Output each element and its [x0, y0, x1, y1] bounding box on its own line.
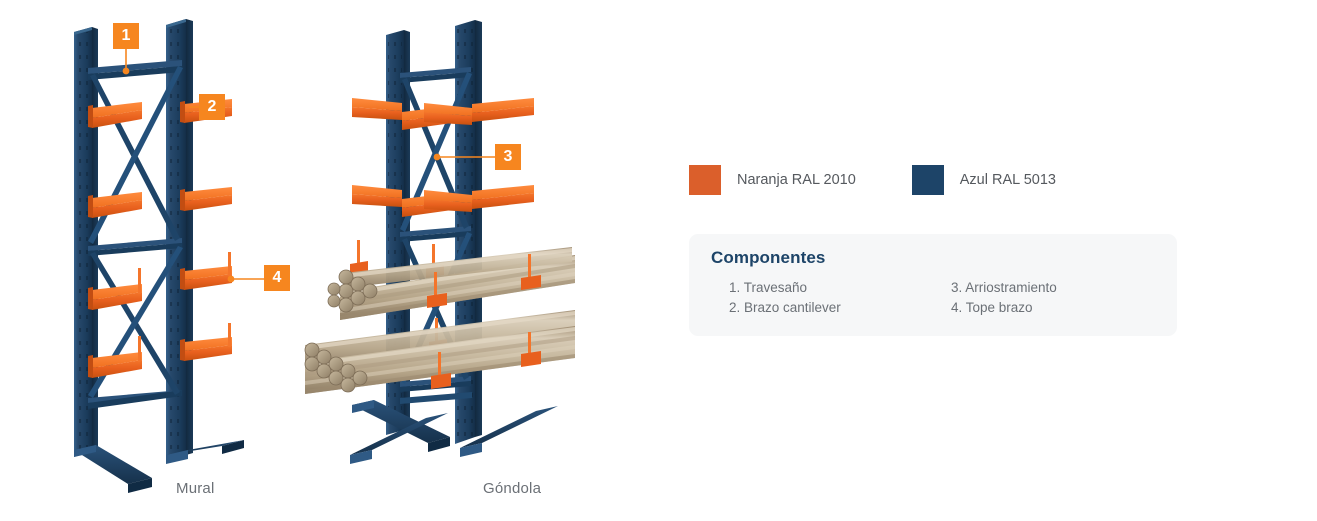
brazo-cantilever-mural-r4 [88, 336, 142, 378]
pipe-bundle-upper [327, 240, 575, 320]
callout-badge-1[interactable]: 1 [113, 23, 139, 49]
caption-mural: Mural [176, 480, 215, 497]
pipe-ends-lower [304, 342, 368, 393]
travesano-mid-gondola [400, 226, 471, 242]
brazo-cantilever-mural-r1 [88, 102, 142, 128]
pipe-ends-upper [327, 269, 378, 313]
componentes-title: Componentes [711, 248, 826, 267]
travesano-top-gondola [400, 67, 471, 83]
brazo-cantilever-mural-r3 [88, 268, 142, 310]
brazo-cantilever-mural-f4 [180, 323, 232, 361]
base-front-mural [166, 440, 244, 464]
componentes-right-column: 3. Arriostramiento 4. Tope brazo [933, 278, 1155, 318]
brazo-cantilever-mural-f2 [180, 187, 232, 211]
brazo-gondola-r2a [352, 185, 402, 207]
pipe-bundle-lower [304, 310, 575, 394]
base-front-gondola [350, 413, 448, 464]
color-legend: Naranja RAL 2010 Azul RAL 5013 [689, 165, 1056, 195]
legend-label-naranja: Naranja RAL 2010 [737, 172, 856, 188]
tope-brazo-mural [228, 252, 231, 276]
brazo-gondola-f1b [472, 98, 534, 122]
color-swatch-azul [911, 165, 944, 195]
component-item-2: 2. Brazo cantilever [729, 300, 841, 315]
brazo-cantilever-mural-r2 [88, 192, 142, 218]
brazo-gondola-f2a [424, 190, 472, 212]
base-rear2-gondola [460, 406, 558, 457]
travesano-top-mural [88, 60, 182, 80]
legend-item-naranja: Naranja RAL 2010 [689, 165, 856, 195]
componentes-left-column: 1. Travesaño 2. Brazo cantilever [711, 278, 933, 318]
travesano-bottom-mural [88, 390, 182, 409]
componentes-card: Componentes 1. Travesaño 2. Brazo cantil… [689, 234, 1177, 336]
caption-gondola: Góndola [483, 480, 542, 497]
component-item-3: 3. Arriostramiento [951, 280, 1057, 295]
component-item-1: 1. Travesaño [729, 280, 808, 295]
travesano-mid-mural [88, 238, 182, 256]
base-rear-gondola [352, 400, 450, 452]
componentes-columns: 1. Travesaño 2. Brazo cantilever 3. Arri… [711, 278, 1155, 318]
callout-badge-3[interactable]: 3 [495, 144, 521, 170]
legend-item-azul: Azul RAL 5013 [911, 165, 1056, 195]
upright-rear-mural [74, 27, 98, 457]
base-rear-mural [74, 445, 152, 493]
color-swatch-naranja [689, 165, 721, 195]
brazo-cantilever-mural-f3 [180, 252, 232, 290]
rack-svg [74, 19, 575, 493]
brazo-gondola-f2b [472, 185, 534, 209]
callout-leaders [122, 49, 495, 283]
rack-mural [74, 19, 244, 493]
brazo-gondola-f1a [424, 103, 472, 125]
callout-badge-2[interactable]: 2 [199, 94, 225, 120]
rack-gondola [304, 20, 575, 464]
cantilever-rack-illustration: 1 2 3 4 Mural Góndola [0, 0, 660, 516]
legend-label-azul: Azul RAL 5013 [959, 172, 1056, 188]
callout-badge-4[interactable]: 4 [264, 265, 290, 291]
component-item-4: 4. Tope brazo [951, 300, 1033, 315]
brazo-gondola-r1a [352, 98, 402, 120]
